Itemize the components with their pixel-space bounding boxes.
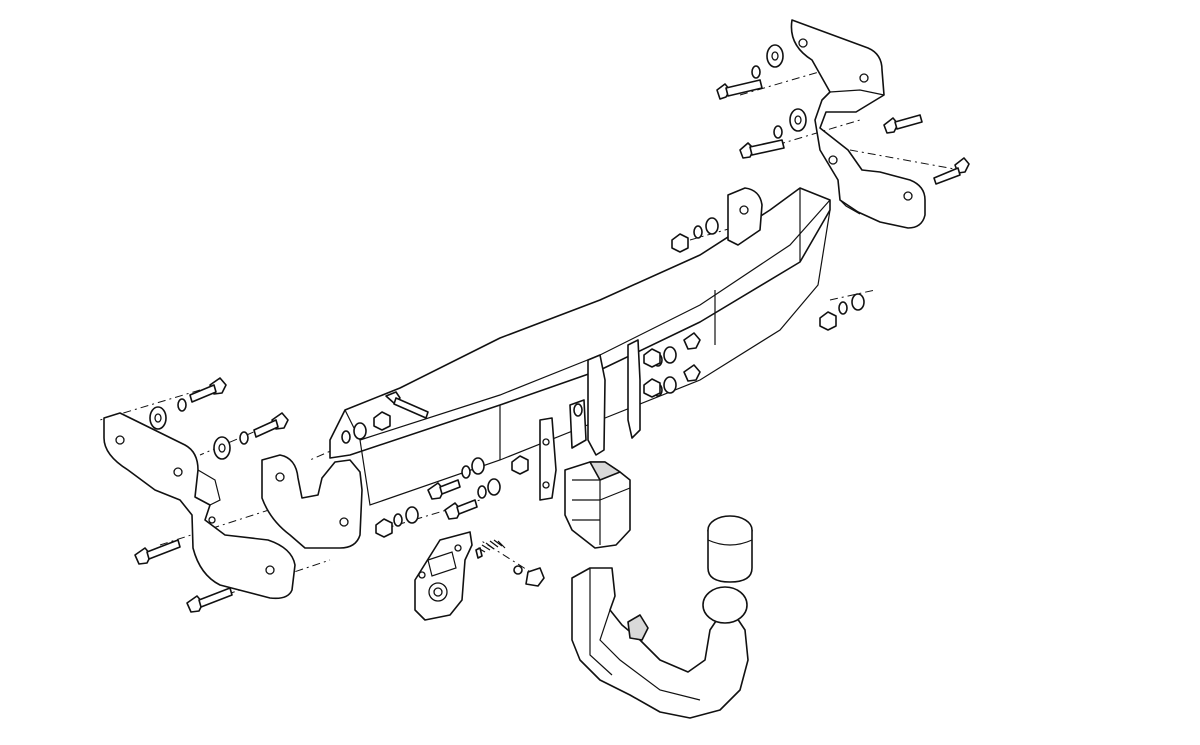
washer-set bbox=[149, 44, 865, 527]
crossbar bbox=[329, 187, 831, 506]
detachable-tow-ball-neck bbox=[571, 515, 753, 719]
right-side-bracket bbox=[790, 19, 926, 229]
electrical-socket-plate bbox=[414, 531, 473, 621]
nut-set bbox=[373, 233, 837, 538]
left-inner-plate bbox=[261, 454, 363, 549]
bolt-set bbox=[134, 79, 970, 613]
receiver-housing bbox=[564, 461, 631, 549]
left-side-bracket bbox=[103, 412, 296, 600]
spring-lock bbox=[475, 539, 545, 587]
